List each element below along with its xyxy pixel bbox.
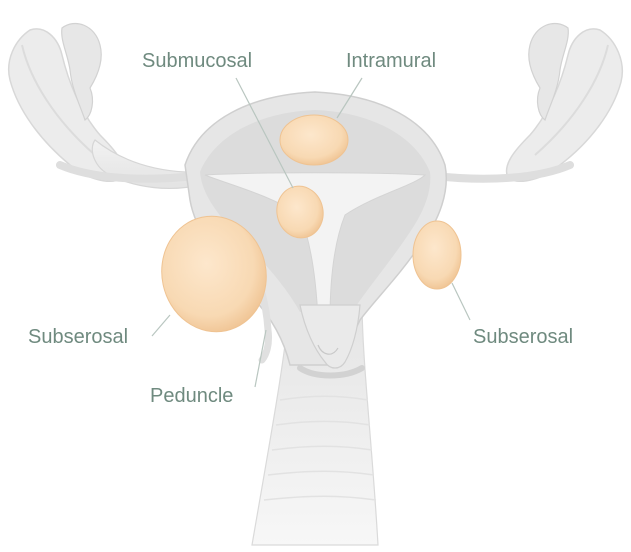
- label-subserosal-right: Subserosal: [473, 326, 573, 348]
- subserosal-fibroid-right: [413, 221, 461, 289]
- leader-subserosal-left: [152, 315, 170, 336]
- label-subserosal-left: Subserosal: [28, 326, 128, 348]
- label-intramural: Intramural: [346, 50, 436, 72]
- label-submucosal: Submucosal: [142, 50, 252, 72]
- intramural-fibroid: [280, 115, 348, 165]
- leader-subserosal-right: [452, 283, 470, 320]
- label-peduncle: Peduncle: [150, 385, 233, 407]
